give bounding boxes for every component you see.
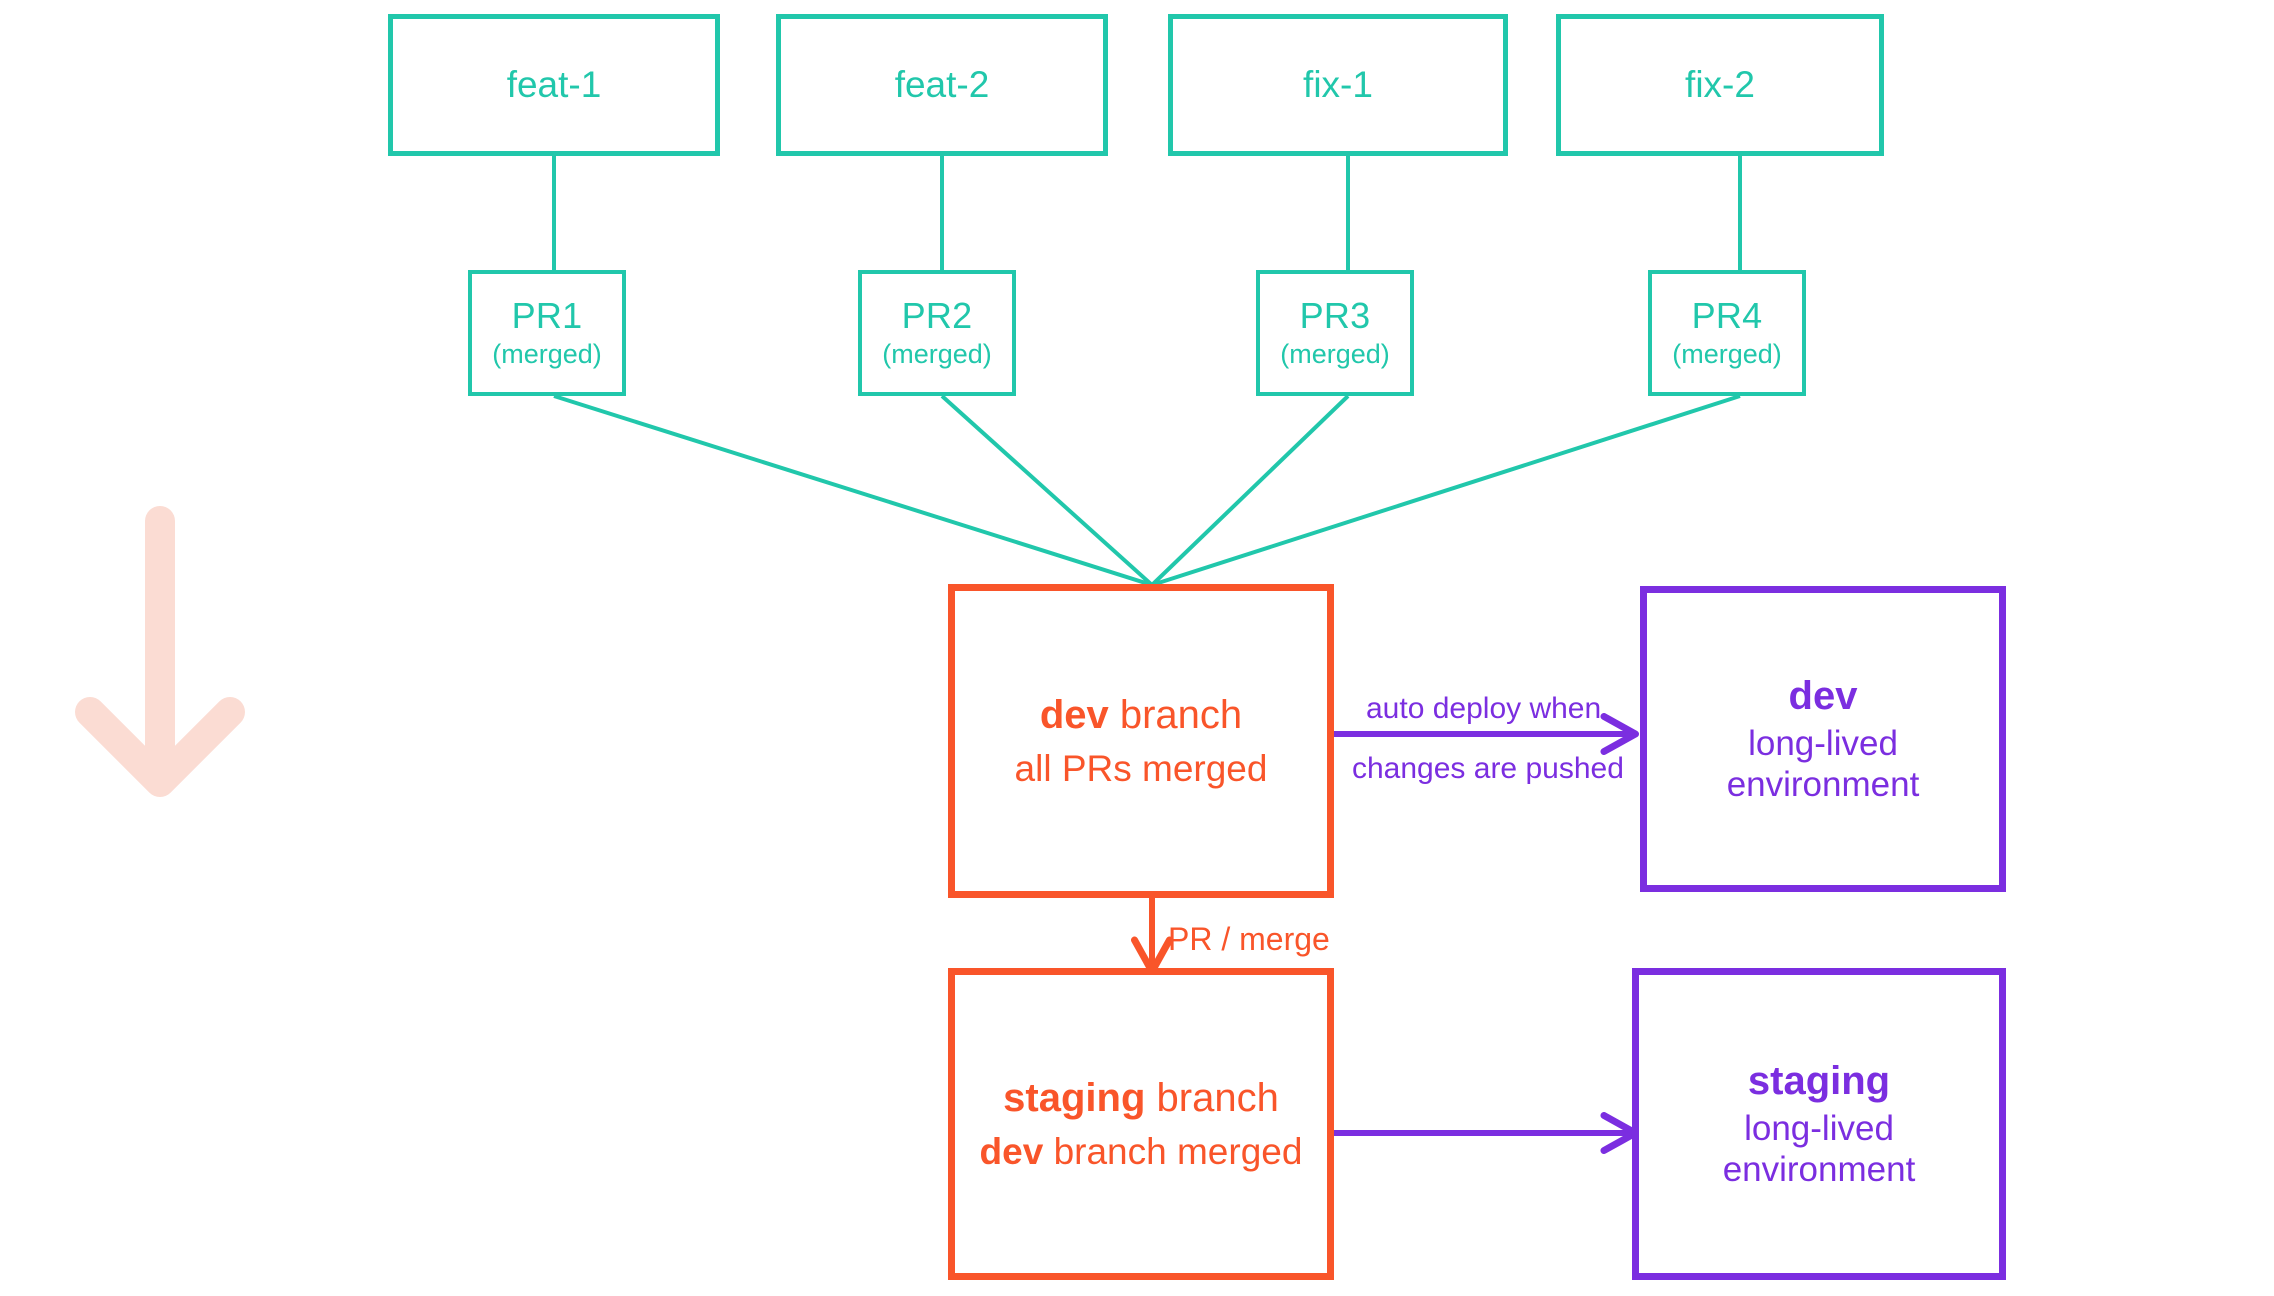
- staging-env-name: staging: [1747, 1058, 1891, 1103]
- dev-branch-name: dev: [1039, 692, 1109, 737]
- pr-box-pr2[interactable]: PR2 (merged): [858, 270, 1016, 396]
- staging-env-line2: long-lived: [1744, 1108, 1894, 1148]
- staging-branch-name: staging: [1003, 1075, 1146, 1120]
- staging-branch-title: staging branch: [1003, 1075, 1279, 1122]
- edge-pr3-to-dev: [1150, 394, 1350, 587]
- dev-branch-suffix: branch: [1108, 692, 1243, 737]
- flow-direction-arrow-icon: [75, 506, 245, 797]
- pr-status: (merged): [1280, 339, 1390, 370]
- branch-box-fix-1[interactable]: fix-1: [1168, 14, 1508, 156]
- edge-pr4-to-dev: [1151, 394, 1741, 587]
- dev-env-line2: long-lived: [1748, 723, 1898, 763]
- staging-branch-suffix: branch: [1145, 1075, 1279, 1120]
- pr-title: PR2: [901, 294, 973, 336]
- env-box-staging[interactable]: staging long-lived environment: [1632, 968, 2006, 1280]
- git-box-staging-branch[interactable]: staging branch dev branch merged: [948, 968, 1334, 1280]
- branch-label: feat-1: [506, 64, 602, 106]
- pr-box-pr3[interactable]: PR3 (merged): [1256, 270, 1414, 396]
- dev-branch-title: dev branch: [1040, 692, 1242, 739]
- edge-label-pr-merge: PR / merge: [1168, 921, 1330, 957]
- staging-detail-rest: branch merged: [1043, 1130, 1303, 1172]
- dev-env-line3: environment: [1726, 765, 1920, 805]
- dev-env-name: dev: [1788, 673, 1858, 718]
- branch-label: fix-1: [1303, 64, 1373, 106]
- branch-box-feat-1[interactable]: feat-1: [388, 14, 720, 156]
- edge-label-auto-deploy-line2: changes are pushed: [1352, 752, 1624, 785]
- staging-env-line3: environment: [1722, 1150, 1916, 1190]
- staging-detail-bold: dev: [979, 1130, 1044, 1172]
- pr-title: PR4: [1691, 294, 1763, 336]
- edge-pr-to-dev-group: [553, 394, 1741, 587]
- dev-branch-detail: all PRs merged: [1014, 747, 1268, 789]
- pr-status: (merged): [882, 339, 992, 370]
- edge-pr1-to-dev: [553, 394, 1153, 587]
- edge-pr2-to-dev: [940, 394, 1154, 587]
- branch-box-fix-2[interactable]: fix-2: [1556, 14, 1884, 156]
- pr-box-pr4[interactable]: PR4 (merged): [1648, 270, 1806, 396]
- pr-title: PR1: [511, 294, 583, 336]
- branch-box-feat-2[interactable]: feat-2: [776, 14, 1108, 156]
- edge-label-auto-deploy-line1: auto deploy when: [1366, 692, 1602, 725]
- staging-branch-detail: dev branch merged: [980, 1130, 1303, 1174]
- edge-branch-to-pr-group: [552, 156, 1742, 270]
- branch-label: feat-2: [894, 64, 990, 106]
- pr-status: (merged): [1672, 339, 1782, 370]
- branch-label: fix-2: [1685, 64, 1755, 106]
- pr-title: PR3: [1299, 294, 1371, 336]
- pr-box-pr1[interactable]: PR1 (merged): [468, 270, 626, 396]
- git-box-dev-branch[interactable]: dev branch all PRs merged: [948, 584, 1334, 898]
- env-box-dev[interactable]: dev long-lived environment: [1640, 586, 2006, 892]
- pr-status: (merged): [492, 339, 602, 370]
